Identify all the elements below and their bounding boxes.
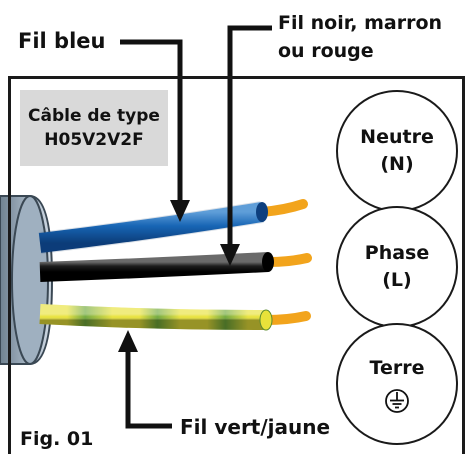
cable-type-box: Câble de type H05V2V2F [20,90,168,166]
earth-wire-leader [125,348,172,429]
cable-type-line1: Câble de type [28,106,160,126]
wire-live-label-line2: ou rouge [278,40,374,62]
terminal-neutral-label: Neutre [360,126,434,148]
live-wire-leader [227,25,272,248]
leader-lines [120,25,272,429]
blue-wire [38,202,264,253]
terminal-neutral: Neutre (N) [336,90,458,212]
cable-sheath [0,195,54,365]
black-wire [39,252,269,282]
wire-blue-label: Fil bleu [18,29,106,53]
terminal-phase: Phase (L) [336,206,458,328]
terminal-earth: Terre [336,323,458,445]
wire-earth-label: Fil vert/jaune [180,415,331,439]
terminal-neutral-code: (N) [380,153,414,175]
terminal-earth-label: Terre [369,356,425,379]
earth-ground-icon [385,388,409,413]
terminal-phase-label: Phase [364,242,430,264]
blue-wire-arrow [170,200,190,222]
live-wire-arrow [220,244,240,266]
figure-label: Fig. 01 [20,428,94,450]
terminal-phase-code: (L) [382,269,412,291]
wire-live-label-line1: Fil noir, marron [278,12,443,34]
earth-wire-end [259,309,273,331]
leader-arrowheads [118,200,240,352]
earth-wire-arrow [118,330,138,352]
blue-wire-end [256,202,268,222]
blue-wire-leader [120,39,183,206]
figure-frame [8,76,465,454]
black-wire-end [262,252,274,272]
cable-type-line2: H05V2V2F [44,130,144,150]
